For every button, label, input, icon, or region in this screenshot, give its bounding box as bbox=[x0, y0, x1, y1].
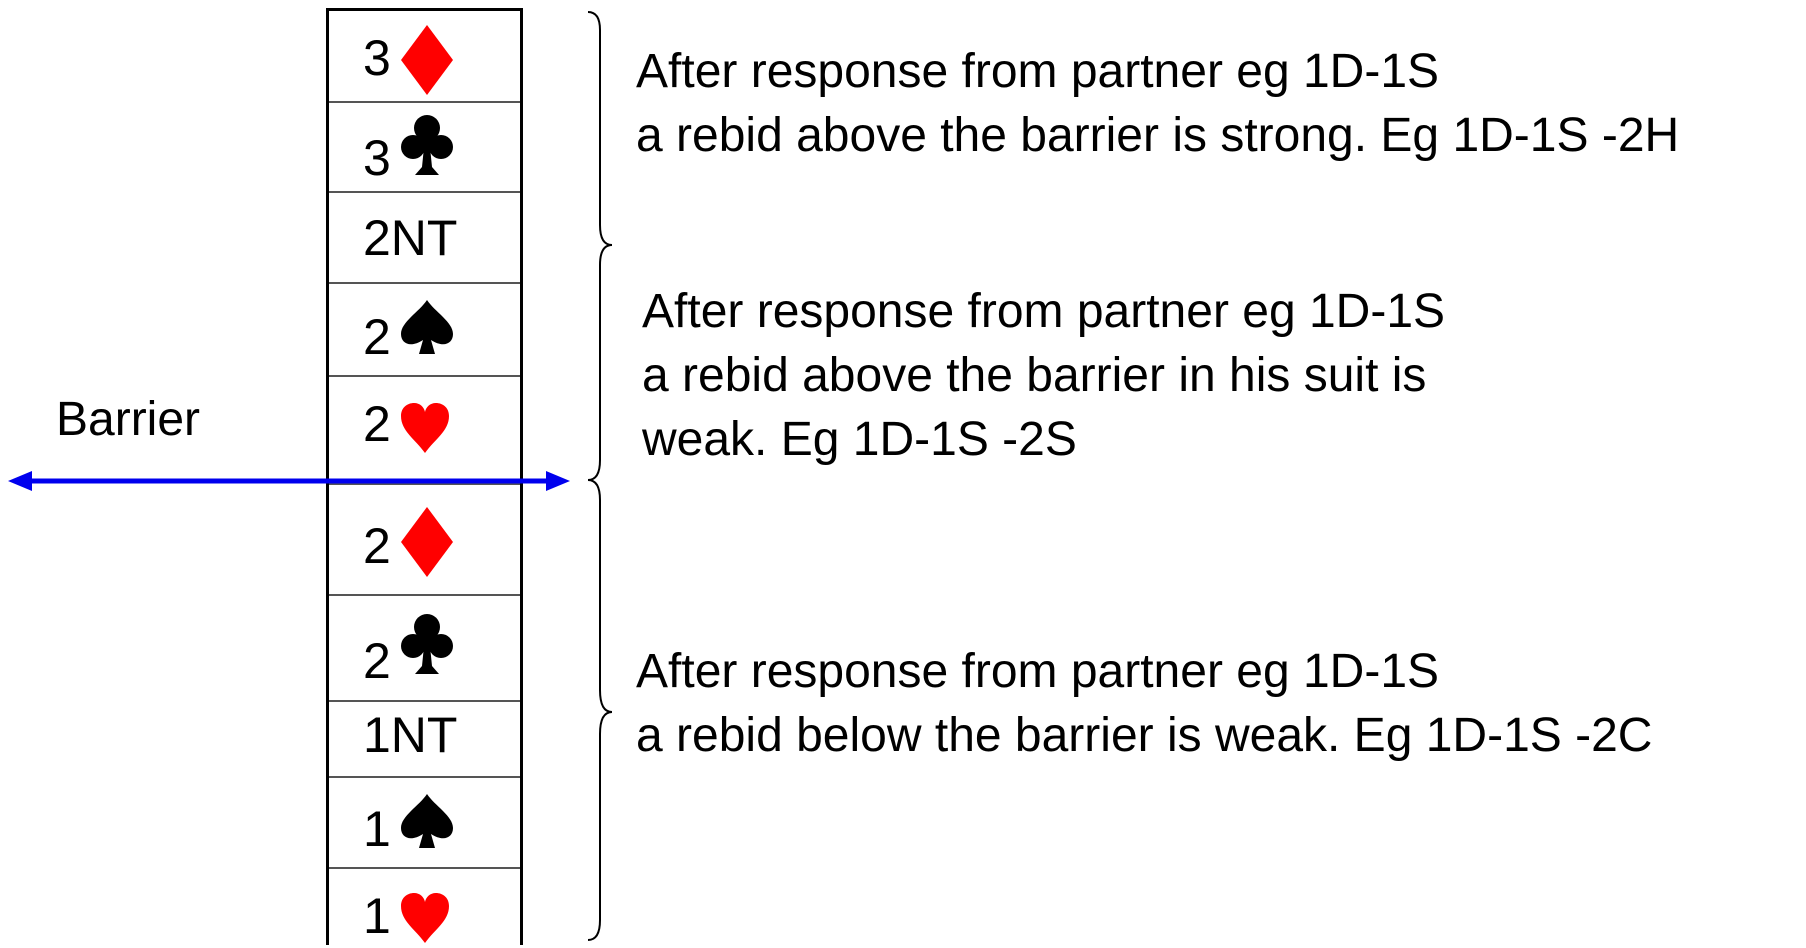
weak-suit-description: After response from partner eg 1D-1S a r… bbox=[642, 280, 1445, 472]
weak-below-description: After response from partner eg 1D-1S a r… bbox=[636, 640, 1652, 768]
bid-label: 2NT bbox=[363, 210, 458, 266]
spade-icon bbox=[401, 794, 453, 848]
spade-icon bbox=[401, 300, 453, 354]
heart-icon bbox=[401, 893, 449, 943]
bid-level: 1 bbox=[363, 888, 391, 944]
bid-1nt: 1NT bbox=[329, 702, 520, 778]
brace-upper bbox=[587, 11, 613, 481]
strong-line-1: After response from partner eg 1D-1S bbox=[636, 45, 1440, 98]
bid-level: 3 bbox=[363, 130, 391, 186]
strong-line-2: a rebid above the barrier is strong. Eg … bbox=[636, 109, 1680, 162]
barrier-arrow bbox=[8, 471, 570, 491]
weak-suit-line-3: weak. Eg 1D-1S -2S bbox=[642, 413, 1077, 466]
bid-2-spades: 2 bbox=[329, 284, 520, 377]
strong-description: After response from partner eg 1D-1S a r… bbox=[636, 40, 1679, 168]
bid-1-spades: 1 bbox=[329, 778, 520, 869]
weak-below-line-1: After response from partner eg 1D-1S bbox=[636, 645, 1440, 698]
bid-level: 2 bbox=[363, 633, 391, 689]
bid-3-clubs: 3 bbox=[329, 103, 520, 193]
diamond-icon bbox=[401, 25, 453, 95]
bid-1-hearts: 1 bbox=[329, 869, 520, 948]
bid-level: 3 bbox=[363, 30, 391, 86]
weak-suit-line-2: a rebid above the barrier in his suit is bbox=[642, 349, 1427, 402]
bid-level: 2 bbox=[363, 396, 391, 452]
bid-level: 2 bbox=[363, 309, 391, 365]
bid-level: 2 bbox=[363, 518, 391, 574]
bid-label: 1NT bbox=[363, 707, 458, 763]
bid-ladder: 3 3 2NT 2 2 2 2 bbox=[326, 8, 523, 945]
club-icon bbox=[401, 614, 453, 674]
bid-level: 1 bbox=[363, 801, 391, 857]
barrier-label: Barrier bbox=[56, 393, 201, 446]
bid-3-diamonds: 3 bbox=[329, 11, 520, 103]
bid-2-hearts: 2 bbox=[329, 377, 520, 485]
brace-lower bbox=[587, 479, 613, 941]
bid-2-diamonds: 2 bbox=[329, 485, 520, 596]
bid-2-clubs: 2 bbox=[329, 596, 520, 702]
club-icon bbox=[401, 115, 453, 175]
bid-2nt: 2NT bbox=[329, 193, 520, 284]
heart-icon bbox=[401, 403, 449, 453]
diamond-icon bbox=[401, 507, 453, 577]
weak-below-line-2: a rebid below the barrier is weak. Eg 1D… bbox=[636, 709, 1653, 762]
weak-suit-line-1: After response from partner eg 1D-1S bbox=[642, 285, 1446, 338]
